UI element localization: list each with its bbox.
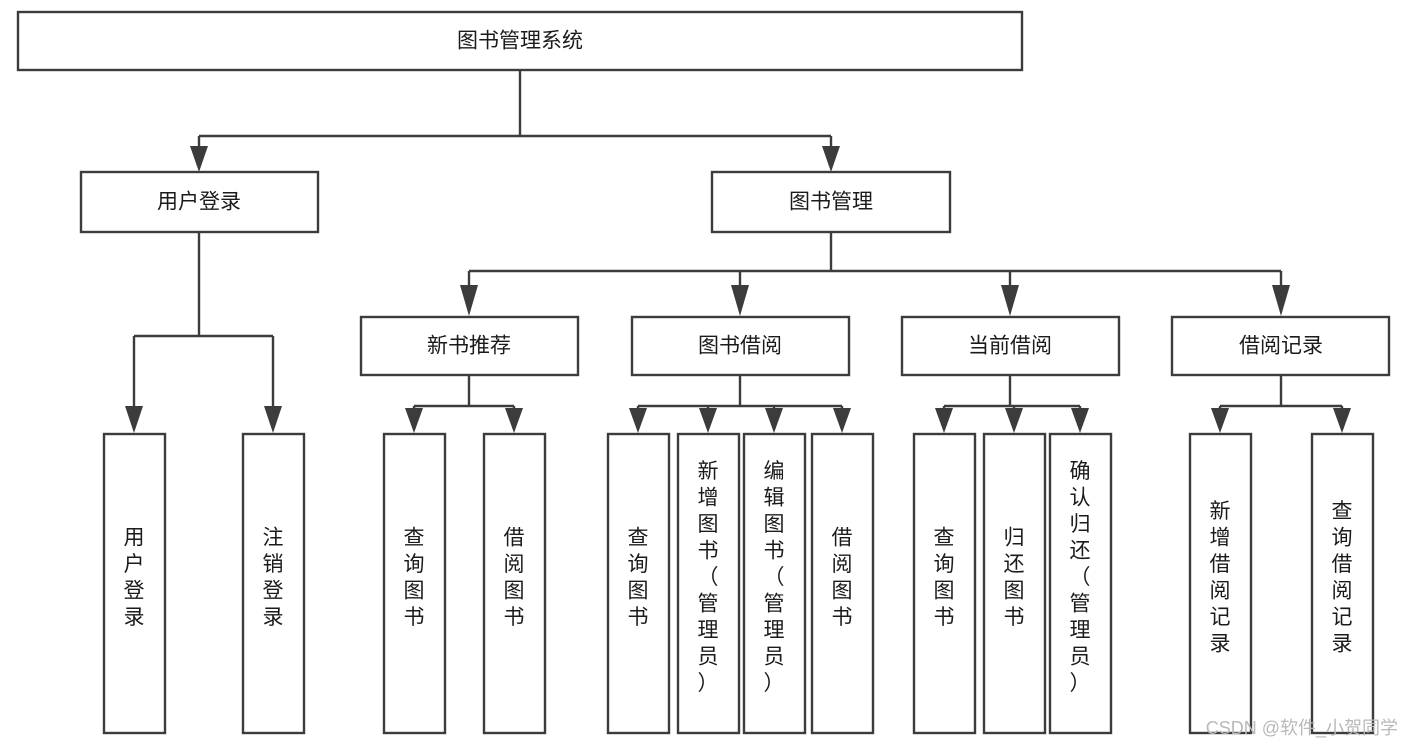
node-root-system-box[interactable]: [16, 10, 1024, 72]
arrow-head-leaf-new-book-1: [405, 408, 423, 433]
leaf-borrow-record-1[interactable]: 查询借阅记录: [1310, 432, 1375, 735]
leaf-new-book-recommend-1-label: 借阅图书: [504, 526, 525, 629]
node-borrow-record[interactable]: 借阅记录: [1170, 315, 1391, 377]
arrow-head-new-book: [460, 285, 478, 316]
node-user-login-box[interactable]: [79, 170, 320, 234]
arrow-head-leaf-borrow-record-2: [1333, 408, 1351, 433]
leaf-book-borrow-0-label: 查询图书: [628, 526, 649, 629]
arrow-head-leaf-book-borrow-4: [833, 408, 851, 433]
arrow-head-leaf-new-book-2: [505, 408, 523, 433]
leaf-current-borrow-1-box[interactable]: [982, 432, 1047, 735]
leaf-current-borrow-2[interactable]: 确认归还（管理员）: [1048, 432, 1113, 735]
node-book-borrow-label: 图书借阅: [698, 335, 782, 358]
leaf-user-login-1-box[interactable]: [241, 432, 306, 735]
leaf-book-borrow-0-box[interactable]: [606, 432, 671, 735]
leaf-current-borrow-1[interactable]: 归还图书: [982, 432, 1047, 735]
node-current-borrow-box[interactable]: [900, 315, 1121, 377]
leaf-current-borrow-2-label: 确认归还（管理员）: [1070, 460, 1091, 695]
arrow-head-book-borrow: [731, 285, 749, 316]
leaf-book-borrow-2[interactable]: 编辑图书（管理员）: [742, 432, 807, 735]
leaf-new-book-recommend-0-box[interactable]: [382, 432, 447, 735]
node-root-system-label: 图书管理系统: [457, 30, 583, 53]
leaf-current-borrow-1-label: 归还图书: [1004, 526, 1025, 629]
leaf-borrow-record-0[interactable]: 新增借阅记录: [1188, 432, 1253, 735]
leaf-current-borrow-2-box[interactable]: [1048, 432, 1113, 735]
leaf-user-login-1[interactable]: 注销登录: [241, 432, 306, 735]
leaf-book-borrow-2-label: 编辑图书（管理员）: [764, 460, 785, 695]
node-user-login[interactable]: 用户登录: [79, 170, 320, 234]
leaf-current-borrow-0[interactable]: 查询图书: [912, 432, 977, 735]
node-root-system[interactable]: 图书管理系统: [16, 10, 1024, 72]
leaf-user-login-0-label: 用户登录: [124, 526, 145, 629]
arrow-head-book-mgmt: [822, 146, 840, 172]
node-book-borrow[interactable]: 图书借阅: [630, 315, 851, 377]
arrow-head-leaf-book-borrow-1: [629, 408, 647, 433]
leaf-book-borrow-0[interactable]: 查询图书: [606, 432, 671, 735]
arrow-head-leaf-current-borrow-1: [935, 408, 953, 433]
node-book-management-box[interactable]: [710, 170, 952, 234]
leaf-current-borrow-0-label: 查询图书: [934, 526, 955, 629]
leaf-book-borrow-1-label: 新增图书（管理员）: [698, 460, 719, 695]
csdn-watermark: CSDN @软件_小贺同学: [1206, 718, 1398, 739]
arrow-head-borrow-record: [1272, 285, 1290, 316]
node-book-management[interactable]: 图书管理: [710, 170, 952, 234]
arrow-head-leaf-borrow-record-1: [1211, 408, 1229, 433]
leaf-book-borrow-3[interactable]: 借阅图书: [810, 432, 875, 735]
node-borrow-record-label: 借阅记录: [1239, 335, 1323, 358]
leaf-book-borrow-2-box[interactable]: [742, 432, 807, 735]
arrow-head-user-login: [190, 146, 208, 172]
leaf-user-login-1-label: 注销登录: [263, 526, 284, 629]
leaf-new-book-recommend-0-label: 查询图书: [404, 526, 425, 629]
node-new-book-recommend-label: 新书推荐: [427, 335, 511, 358]
arrow-head-leaf-current-borrow-2: [1005, 408, 1023, 433]
leaf-borrow-record-0-label: 新增借阅记录: [1210, 500, 1231, 656]
leaf-borrow-record-1-label: 查询借阅记录: [1332, 500, 1353, 656]
node-new-book-recommend-box[interactable]: [359, 315, 580, 377]
node-current-borrow[interactable]: 当前借阅: [900, 315, 1121, 377]
leaf-book-borrow-1-box[interactable]: [676, 432, 741, 735]
leaf-borrow-record-0-box[interactable]: [1188, 432, 1253, 735]
arrow-head-leaf-user-login-1: [125, 406, 143, 433]
arrow-head-current-borrow: [1001, 285, 1019, 316]
node-user-login-label: 用户登录: [157, 191, 241, 214]
leaf-book-borrow-1[interactable]: 新增图书（管理员）: [676, 432, 741, 735]
arrow-head-leaf-book-borrow-2: [699, 408, 717, 433]
leaf-new-book-recommend-1-box[interactable]: [482, 432, 547, 735]
arrow-head-leaf-book-borrow-3: [765, 408, 783, 433]
leaf-new-book-recommend-0[interactable]: 查询图书: [382, 432, 447, 735]
node-book-borrow-box[interactable]: [630, 315, 851, 377]
leaf-current-borrow-0-box[interactable]: [912, 432, 977, 735]
node-borrow-record-box[interactable]: [1170, 315, 1391, 377]
leaf-book-borrow-3-label: 借阅图书: [832, 526, 853, 629]
leaf-new-book-recommend-1[interactable]: 借阅图书: [482, 432, 547, 735]
leaf-user-login-0-box[interactable]: [102, 432, 167, 735]
leaf-user-login-0[interactable]: 用户登录: [102, 432, 167, 735]
leaf-borrow-record-1-box[interactable]: [1310, 432, 1375, 735]
connector-layer: [125, 70, 1351, 433]
node-new-book-recommend[interactable]: 新书推荐: [359, 315, 580, 377]
arrow-head-leaf-current-borrow-3: [1071, 408, 1089, 433]
node-book-management-label: 图书管理: [789, 191, 873, 214]
leaf-book-borrow-3-box[interactable]: [810, 432, 875, 735]
arrow-head-leaf-user-login-2: [264, 406, 282, 433]
node-current-borrow-label: 当前借阅: [968, 335, 1052, 358]
